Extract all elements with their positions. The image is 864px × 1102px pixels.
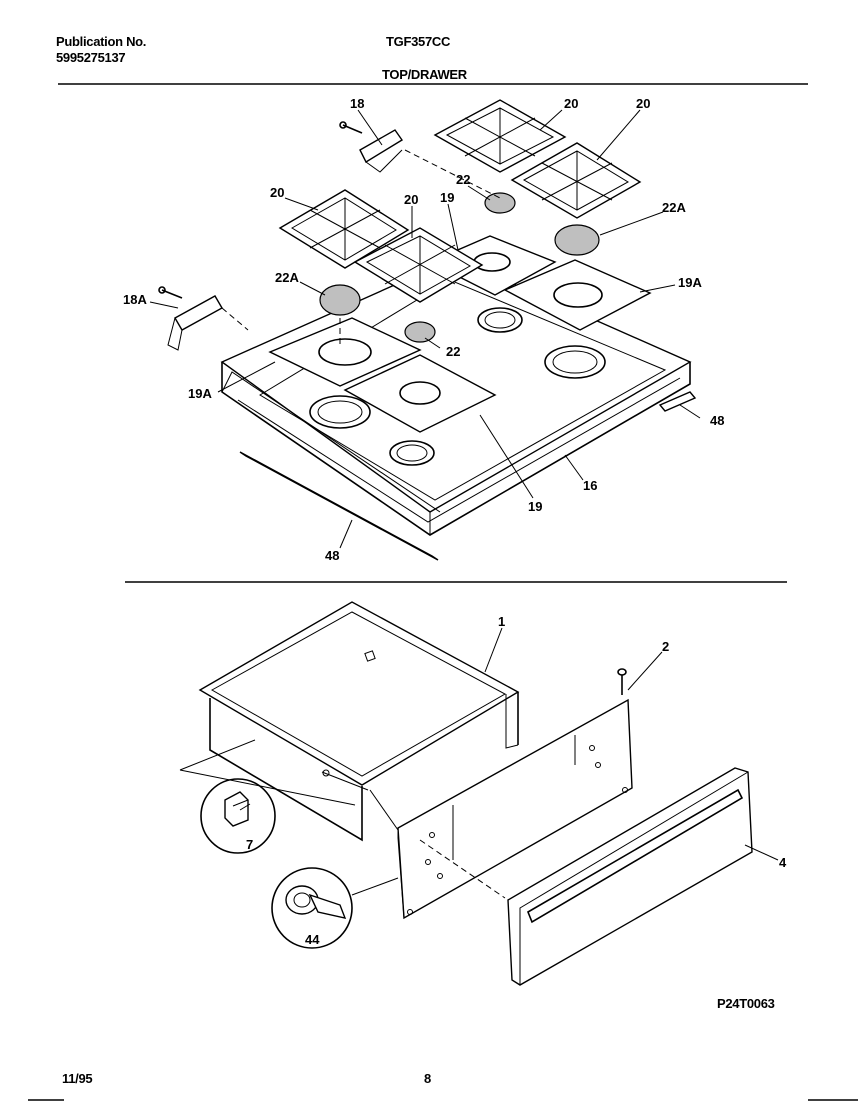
grate-left [278, 189, 410, 269]
burner-cap-22A-left [319, 284, 361, 316]
detail-circle-44 [271, 867, 353, 949]
burner-plate-19A-left [268, 317, 422, 387]
callout-18: 18 [350, 96, 364, 111]
publication-number: 5995275137 [56, 50, 126, 65]
callout-19-b: 19 [528, 499, 542, 514]
callout-20-a: 20 [564, 96, 578, 111]
bracket-18A [158, 286, 223, 351]
page-number: 8 [424, 1071, 431, 1086]
burner-cap-22-front [404, 321, 436, 343]
callout-20-b: 20 [636, 96, 650, 111]
callout-19A-b: 19A [188, 386, 212, 401]
bracket-18 [339, 121, 404, 173]
trim-strip-48-front [239, 451, 439, 561]
callout-48-a: 48 [710, 413, 724, 428]
drawer-box [198, 601, 520, 786]
callout-20-c: 20 [270, 185, 284, 200]
callout-1: 1 [498, 614, 505, 629]
publication-label: Publication No. [56, 34, 147, 49]
burner-cap-22A-right [554, 224, 600, 256]
callout-20-d: 20 [404, 192, 418, 207]
burner-plate-19A-right [503, 259, 652, 331]
callout-7: 7 [246, 837, 253, 852]
drawer-assembly: 1 2 4 7 44 [179, 601, 787, 986]
callout-16: 16 [583, 478, 597, 493]
callout-4: 4 [779, 855, 787, 870]
burner-cap-22-rear [484, 192, 516, 214]
model-number: TGF357CC [386, 34, 451, 49]
drawer-outer-front [507, 767, 753, 986]
callout-22A-b: 22A [275, 270, 299, 285]
callout-22-a: 22 [456, 172, 470, 187]
burner-plate-19-rear [428, 235, 557, 296]
callout-19-a: 19 [440, 190, 454, 205]
callout-19A-a: 19A [678, 275, 702, 290]
callout-44: 44 [305, 932, 320, 947]
drawing-code: P24T0063 [717, 996, 775, 1011]
callout-18A: 18A [123, 292, 147, 307]
cooktop-assembly: 18 20 20 20 20 19 22 22A 22A 19A 18A 22 … [123, 96, 724, 563]
section-title: TOP/DRAWER [382, 67, 467, 82]
grate-center [353, 227, 484, 303]
detail-circle-7 [200, 778, 276, 854]
trim-strip-48-side [658, 391, 697, 412]
callout-22-b: 22 [446, 344, 460, 359]
grate-rear-right [510, 142, 642, 219]
callout-48-b: 48 [325, 548, 339, 563]
callout-2: 2 [662, 639, 669, 654]
footer-date: 11/95 [62, 1071, 93, 1086]
grate-rear-left [433, 99, 567, 173]
burner-plate-19-front [343, 354, 497, 433]
callout-22A-a: 22A [662, 200, 686, 215]
